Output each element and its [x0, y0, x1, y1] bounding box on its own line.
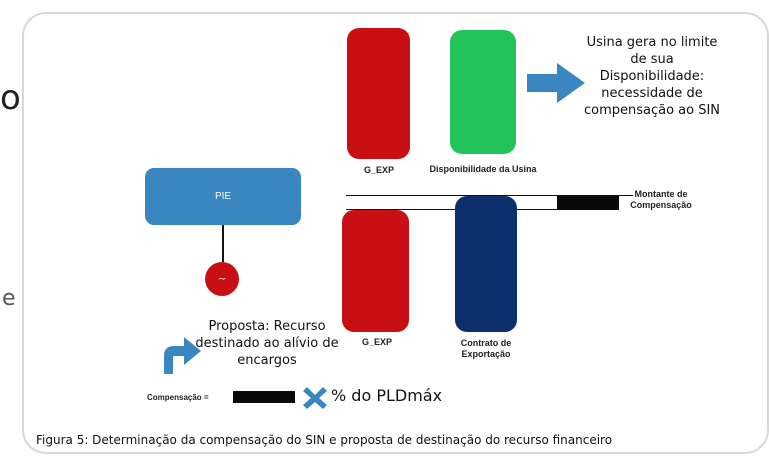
pie-box: PIE [145, 168, 301, 225]
compensation-formula-label: Compensação = [147, 393, 209, 402]
export-contract-label: Contrato de Exportação [460, 338, 512, 359]
cropped-text-fragment-bottom: e [2, 286, 16, 311]
generator-symbol: ~ [217, 273, 227, 285]
figure-panel: G_EXP Disponibilidade da Usina Usina ger… [22, 12, 769, 454]
g-exp-label-bottom: G_EXP [361, 337, 392, 347]
upper-reference-line [346, 195, 633, 196]
proposal-note: Proposta: Recurso destinado ao alívio de… [195, 319, 339, 368]
figure-caption: Figura 5: Determinação da compensação do… [36, 433, 613, 447]
compensation-formula-bar [233, 391, 295, 403]
pld-percentage-text: % do PLDmáx [331, 386, 443, 405]
pie-connector-line [222, 225, 224, 264]
export-contract-bar [455, 196, 517, 332]
availability-bar [450, 30, 516, 154]
lower-reference-line [346, 209, 557, 210]
availability-label: Disponibilidade da Usina [429, 164, 537, 174]
cropped-text-fragment-top: o [0, 78, 21, 118]
compensation-amount-label: Montante de Compensação [630, 189, 692, 210]
generation-limit-note: Usina gera no limite de sua Disponibilid… [583, 35, 721, 118]
g-exp-bar-bottom [342, 210, 409, 332]
multiply-x-icon [303, 387, 327, 409]
compensation-amount-bar [557, 196, 619, 210]
generator-icon: ~ [205, 262, 239, 296]
g-exp-label-top: G_EXP [363, 165, 394, 175]
curved-arrow-icon [164, 337, 201, 374]
g-exp-bar-top [347, 28, 410, 159]
pie-label: PIE [214, 191, 232, 202]
right-arrow-icon [527, 63, 585, 103]
